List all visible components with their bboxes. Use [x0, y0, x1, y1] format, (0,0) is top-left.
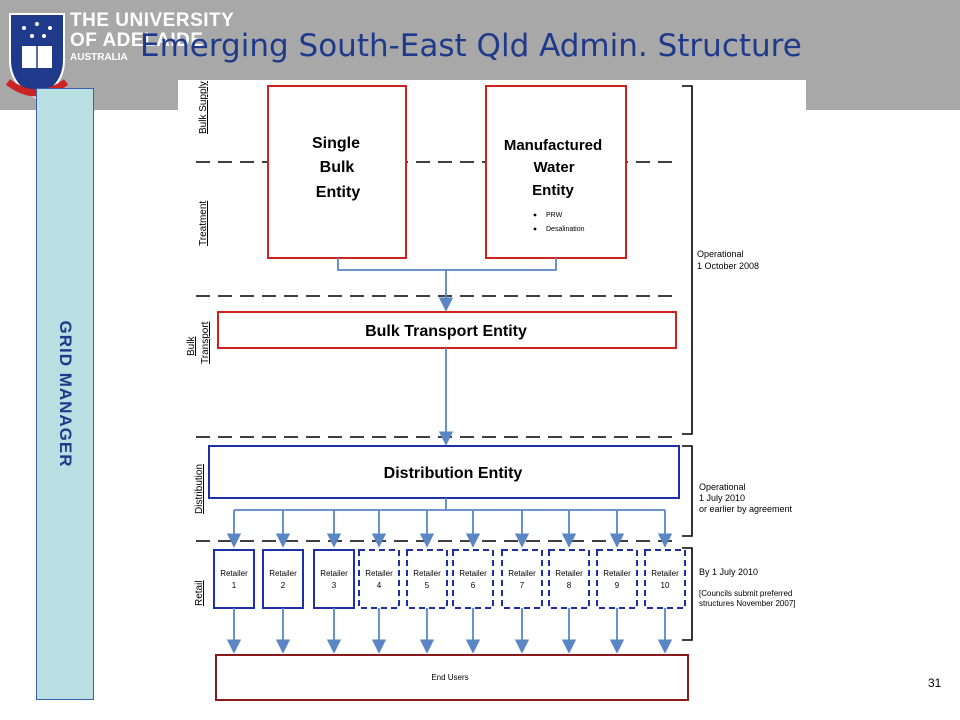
annotation-operational-2010-line3: or earlier by agreement — [699, 504, 793, 514]
manufactured-item-prw: PRW — [546, 212, 563, 219]
bracket-operational-2010 — [682, 445, 693, 537]
retailer-box — [596, 549, 638, 609]
retailer-label: Retailer — [320, 569, 348, 578]
bracket-retail-2010 — [682, 547, 693, 641]
manufactured-water-line3: Entity — [532, 182, 574, 199]
retailer-box — [213, 549, 255, 609]
retailer-box — [501, 549, 543, 609]
retailer-number: 6 — [471, 581, 476, 590]
retailer-label: Retailer — [269, 569, 297, 578]
retailer-5: Retailer 5 — [406, 549, 448, 609]
annotation-retail-note-line2: structures November 2007] — [699, 599, 796, 608]
retailer-number: 8 — [567, 581, 572, 590]
end-user-arrows — [226, 608, 673, 654]
retailer-label: Retailer — [555, 569, 583, 578]
retailer-number: 5 — [425, 581, 430, 590]
retailer-drop-arrows — [226, 510, 673, 548]
distribution-label: Distribution Entity — [384, 465, 523, 482]
retailer-number: 2 — [281, 581, 286, 590]
university-name-line2: OF ADELAIDE — [70, 30, 204, 51]
retailer-label: Retailer — [459, 569, 487, 578]
manufactured-water-label-bg — [490, 132, 622, 202]
retailer-8: Retailer 8 — [548, 549, 590, 609]
retailer-number: 3 — [332, 581, 337, 590]
retailer-number: 10 — [661, 581, 670, 590]
retailer-6: Retailer 6 — [452, 549, 494, 609]
annotation-retail-2010: By 1 July 2010 — [699, 567, 758, 577]
single-bulk-line3: Entity — [316, 184, 361, 201]
bullet-desalination — [533, 227, 537, 231]
retailer-label: Retailer — [365, 569, 393, 578]
retailer-box — [262, 549, 304, 609]
slide-title: Emerging South-East Qld Admin. Structure — [140, 28, 802, 64]
university-name-line3: AUSTRALIA — [70, 52, 128, 63]
annotation-operational-2010-line2: 1 July 2010 — [699, 493, 745, 503]
distribution-entity-box — [208, 445, 680, 499]
retailer-box — [406, 549, 448, 609]
retailer-9: Retailer 9 — [596, 549, 638, 609]
bullet-prw — [533, 213, 537, 217]
retailer-box — [313, 549, 355, 609]
retailer-7: Retailer 7 — [501, 549, 543, 609]
single-bulk-label-bg — [290, 128, 384, 204]
retailer-label: Retailer — [220, 569, 248, 578]
retailer-2: Retailer 2 — [262, 549, 304, 609]
retailer-number: 4 — [377, 581, 382, 590]
row-label-bulk-supply: Bulk Supply — [198, 81, 209, 134]
grid-manager-bar: GRID MANAGER — [36, 88, 94, 700]
row-label-retail: Retail — [194, 580, 205, 606]
row-label-distribution: Distribution — [194, 464, 205, 514]
row-label-bulk-transport-1: Bulk — [186, 336, 197, 356]
retailer-number: 7 — [520, 581, 525, 590]
annotation-operational-2010-line1: Operational — [699, 482, 746, 492]
supply-connectors — [337, 258, 557, 312]
retailer-label: Retailer — [651, 569, 679, 578]
retailer-label: Retailer — [413, 569, 441, 578]
retailer-number: 9 — [615, 581, 620, 590]
row-label-treatment: Treatment — [198, 201, 209, 246]
retailer-4: Retailer 4 — [358, 549, 400, 609]
bulk-transport-label: Bulk Transport Entity — [365, 323, 527, 340]
page-number: 31 — [928, 676, 942, 690]
annotation-retail-note-line1: [Councils submit preferred — [699, 589, 792, 598]
end-users-label: End Users — [431, 673, 468, 682]
manufactured-item-desalination: Desalination — [546, 226, 585, 233]
retailer-10: Retailer 10 — [644, 549, 686, 609]
retailer-number: 1 — [232, 581, 237, 590]
retailer-1: Retailer 1 — [213, 549, 255, 609]
retailer-box — [452, 549, 494, 609]
retailer-box — [358, 549, 400, 609]
annotation-operational-2008-line1: Operational — [697, 249, 744, 259]
distribution-connectors — [234, 498, 665, 511]
row-label-bulk-transport-2: Transport — [200, 321, 211, 364]
retailer-label: Retailer — [603, 569, 631, 578]
single-bulk-line1: Single — [312, 135, 360, 152]
supply-join-line — [337, 258, 557, 271]
university-name-line1: THE UNIVERSITY — [70, 10, 235, 31]
manufactured-water-line2: Water — [533, 159, 574, 176]
brackets — [682, 85, 693, 641]
bulk-transport-entity-box — [217, 311, 677, 349]
annotation-operational-2008-line2: 1 October 2008 — [697, 261, 759, 271]
single-bulk-line2: Bulk — [320, 159, 355, 176]
bracket-operational-2008 — [682, 85, 693, 435]
end-users-box — [215, 654, 689, 701]
retailer-label: Retailer — [508, 569, 536, 578]
retailer-box — [548, 549, 590, 609]
retailer-row: Retailer1Retailer2Retailer3Retailer4Reta… — [213, 549, 686, 609]
manufactured-water-line1: Manufactured — [504, 137, 602, 154]
retailer-box — [644, 549, 686, 609]
retailer-3: Retailer 3 — [313, 549, 355, 609]
